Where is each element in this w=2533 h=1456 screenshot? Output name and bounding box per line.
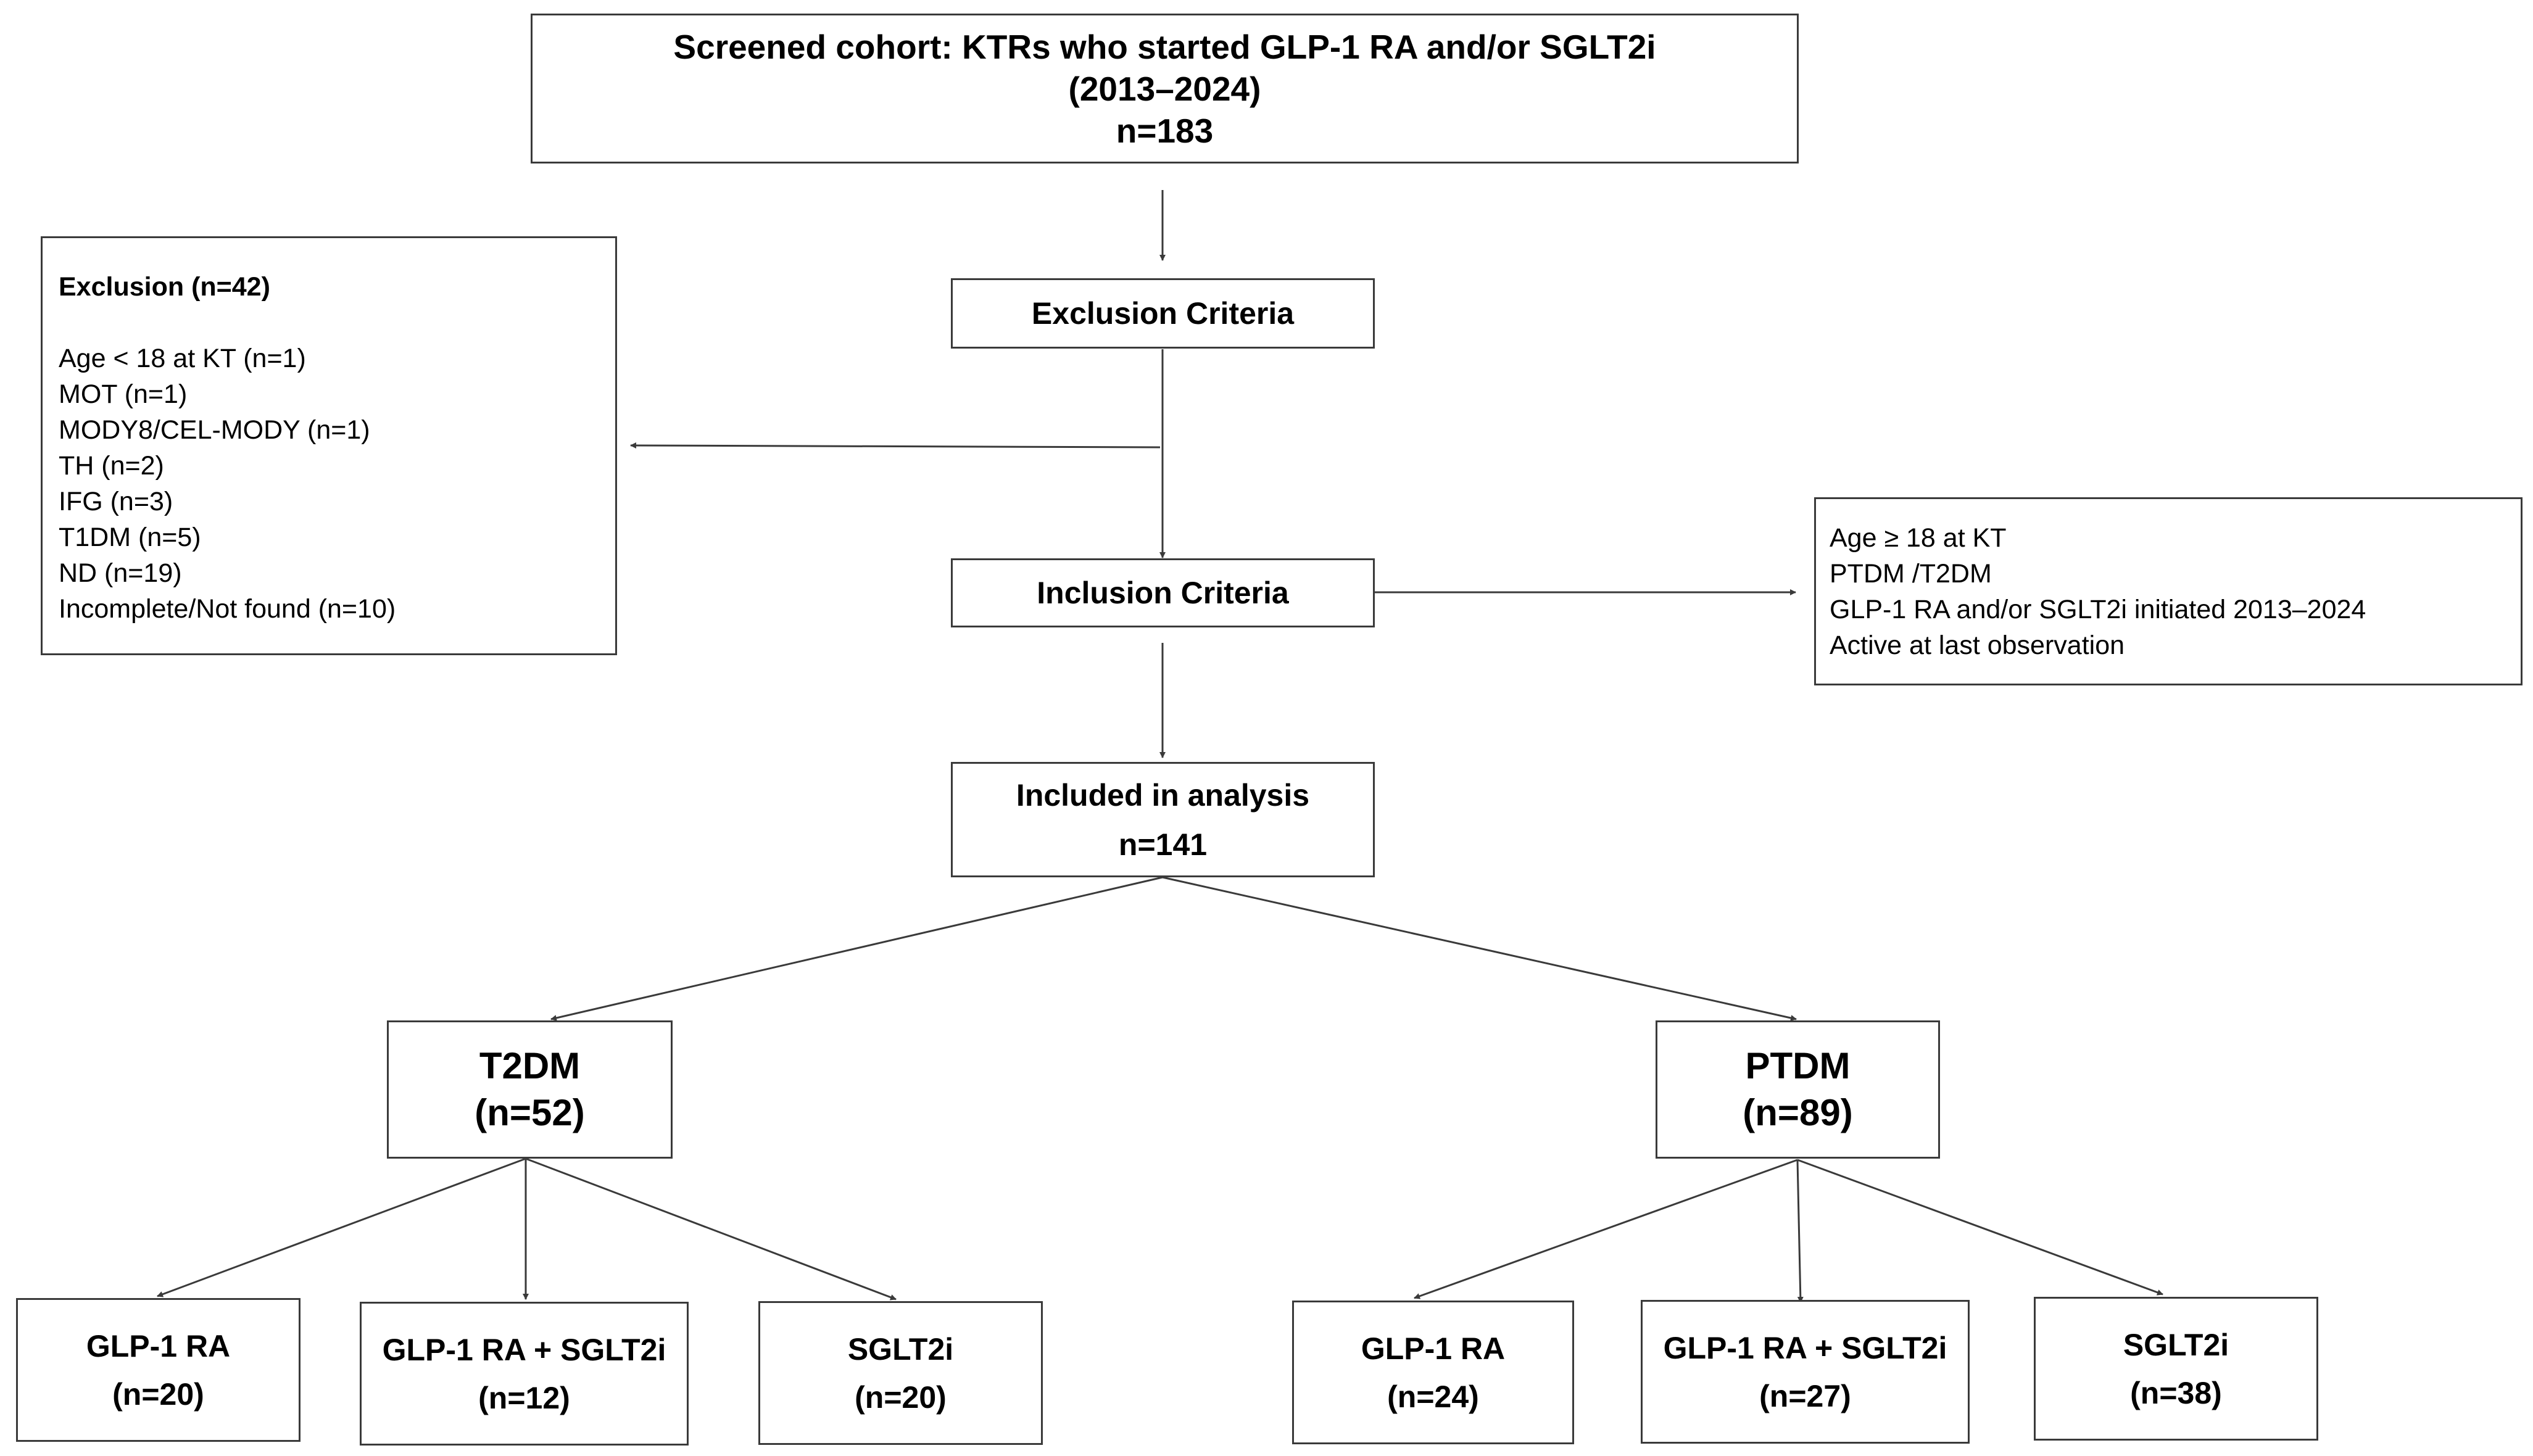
exclusion-list-box: Exclusion (n=42) Age < 18 at KT (n=1) MO… — [41, 236, 617, 655]
t2dm-count: (n=52) — [475, 1092, 585, 1133]
inclusion-criteria-box: Inclusion Criteria — [951, 558, 1375, 627]
inclusion-item: GLP-1 RA and/or SGLT2i initiated 2013–20… — [1830, 595, 2366, 624]
exclusion-list-title: Exclusion (n=42) — [59, 272, 270, 302]
exclusion-item: Age < 18 at KT (n=1) — [59, 344, 306, 373]
group-count: (n=20) — [855, 1379, 947, 1415]
group-label: SGLT2i — [2123, 1327, 2229, 1362]
group-label: GLP-1 RA + SGLT2i — [1663, 1330, 1947, 1365]
exclusion-item: MOT (n=1) — [59, 379, 188, 409]
included-analysis-label: Included in analysis — [1016, 777, 1310, 813]
group-count: (n=20) — [112, 1376, 204, 1412]
arrow-ptdm-to-glp1 — [1414, 1159, 1798, 1299]
exclusion-item: Incomplete/Not found (n=10) — [59, 594, 396, 624]
ptdm-sglt2i-box: SGLT2i (n=38) — [2034, 1297, 2318, 1441]
ptdm-glp1-box: GLP-1 RA (n=24) — [1292, 1301, 1574, 1444]
inclusion-item: Active at last observation — [1830, 631, 2125, 660]
included-analysis-box: Included in analysis n=141 — [951, 762, 1375, 877]
screened-cohort-title: Screened cohort: KTRs who started GLP-1 … — [673, 27, 1656, 66]
ptdm-box: PTDM (n=89) — [1656, 1020, 1940, 1159]
exclusion-item: T1DM (n=5) — [59, 523, 201, 552]
group-count: (n=24) — [1387, 1379, 1479, 1414]
arrow-ptdm-to-combo — [1796, 1159, 1804, 1303]
exclusion-item: TH (n=2) — [59, 451, 164, 481]
group-count: (n=38) — [2130, 1375, 2222, 1410]
arrow-t2dm-to-glp1 — [157, 1157, 526, 1297]
group-label: GLP-1 RA — [86, 1328, 231, 1363]
exclusion-item: MODY8/CEL-MODY (n=1) — [59, 415, 370, 445]
exclusion-item: IFG (n=3) — [59, 487, 173, 516]
group-count: (n=27) — [1759, 1378, 1851, 1413]
arrow-to-exclusion-box — [630, 442, 1161, 449]
t2dm-label: T2DM — [479, 1045, 581, 1086]
screened-cohort-count: n=183 — [1116, 111, 1214, 150]
group-count: (n=12) — [478, 1380, 570, 1415]
included-analysis-count: n=141 — [1118, 827, 1208, 862]
ptdm-combo-box: GLP-1 RA + SGLT2i (n=27) — [1641, 1300, 1970, 1444]
arrow-t2dm-to-sglt2i — [525, 1157, 897, 1301]
t2dm-glp1-box: GLP-1 RA (n=20) — [16, 1298, 301, 1442]
group-label: SGLT2i — [847, 1331, 954, 1367]
ptdm-label: PTDM — [1745, 1045, 1851, 1086]
exclusion-item: ND (n=19) — [59, 558, 182, 588]
arrow-included-to-t2dm — [550, 876, 1163, 1021]
inclusion-list-box: Age ≥ 18 at KT PTDM /T2DM GLP-1 RA and/o… — [1814, 497, 2523, 685]
screened-cohort-box: Screened cohort: KTRs who started GLP-1 … — [531, 14, 1799, 163]
inclusion-item: PTDM /T2DM — [1830, 559, 1992, 589]
screened-cohort-years: (2013–2024) — [1068, 69, 1261, 108]
exclusion-criteria-label: Exclusion Criteria — [1031, 296, 1295, 331]
exclusion-criteria-box: Exclusion Criteria — [951, 278, 1375, 349]
ptdm-count: (n=89) — [1743, 1092, 1853, 1133]
inclusion-criteria-label: Inclusion Criteria — [1037, 576, 1289, 610]
group-label: GLP-1 RA — [1361, 1331, 1506, 1366]
t2dm-sglt2i-box: SGLT2i (n=20) — [758, 1301, 1043, 1445]
arrow-included-to-ptdm — [1162, 876, 1797, 1021]
inclusion-item: Age ≥ 18 at KT — [1830, 523, 2007, 553]
t2dm-box: T2DM (n=52) — [387, 1020, 673, 1159]
t2dm-combo-box: GLP-1 RA + SGLT2i (n=12) — [360, 1302, 689, 1446]
arrow-ptdm-to-sglt2i — [1797, 1159, 2163, 1296]
group-label: GLP-1 RA + SGLT2i — [382, 1332, 666, 1367]
